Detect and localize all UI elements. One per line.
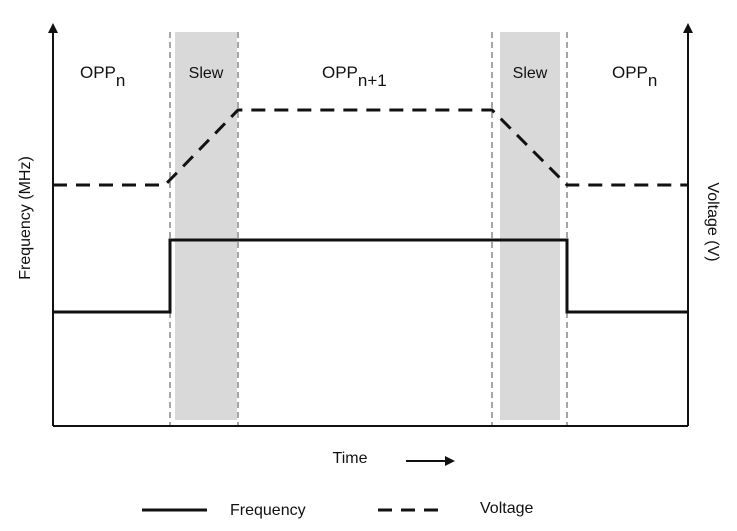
region-label-slew-left: Slew: [189, 65, 224, 82]
frequency-trace: [53, 238, 688, 314]
voltage-axis-label: Voltage (V): [704, 182, 721, 261]
slew-band-2: [500, 32, 560, 420]
legend-frequency-label: Frequency: [230, 502, 306, 519]
time-axis-label: Time: [333, 450, 368, 467]
voltage-trace: [53, 108, 688, 187]
region-label-slew-right: Slew: [513, 65, 548, 82]
legend: Frequency Voltage: [142, 500, 533, 519]
region-label-opp-n-right: OPPn: [612, 63, 657, 90]
region-label-opp-n-left: OPPn: [80, 63, 125, 90]
legend-voltage-label: Voltage: [480, 500, 533, 517]
region-dividers: [169, 32, 568, 425]
slew-band-1: [175, 32, 237, 420]
region-label-opp-n-plus-1: OPPn+1: [322, 63, 387, 90]
frequency-axis-label: Frequency (MHz): [17, 156, 34, 280]
